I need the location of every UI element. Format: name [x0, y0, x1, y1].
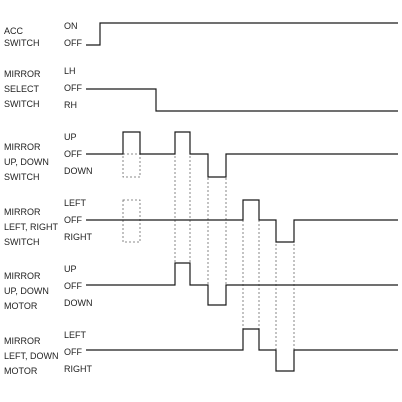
signal-name-line: MOTOR: [4, 301, 38, 311]
state-label-up: UP: [64, 132, 77, 142]
signal-name-line: MIRROR: [4, 207, 41, 217]
signal-name-line: MIRROR: [4, 69, 41, 79]
waveform-mirror-updown-motor: [86, 262, 398, 306]
signal-name-line: SWITCH: [4, 172, 40, 182]
waveform-mirror-updown-switch: [86, 131, 398, 178]
state-label-off: OFF: [64, 83, 82, 93]
signal-name-line: SWITCH: [4, 237, 40, 247]
waveform-mirror-select-switch: [86, 88, 398, 112]
state-label-right: RIGHT: [64, 232, 92, 242]
signal-name-line: UP, DOWN: [4, 286, 49, 296]
signal-name-mirror-leftright-switch: MIRROR LEFT, RIGHT SWITCH: [4, 208, 58, 247]
state-label-off: OFF: [64, 149, 82, 159]
signal-name-mirror-select-switch: MIRROR SELECT SWITCH: [4, 70, 41, 109]
signal-name-mirror-updown-switch: MIRROR UP, DOWN SWITCH: [4, 143, 49, 182]
state-label-down: DOWN: [64, 298, 93, 308]
signal-name-mirror-leftdown-motor: MIRROR LEFT, DOWN MOTOR: [4, 337, 59, 376]
state-label-down: DOWN: [64, 166, 93, 176]
waveform-mirror-leftdown-motor: [86, 328, 398, 372]
signal-name-acc-switch: ACC SWITCH: [4, 27, 40, 48]
signal-name-mirror-updown-motor: MIRROR UP, DOWN MOTOR: [4, 272, 49, 311]
signal-name-line: MIRROR: [4, 271, 41, 281]
signal-name-line: SELECT: [4, 84, 40, 94]
signal-name-line: LEFT, RIGHT: [4, 222, 59, 232]
signal-name-line: MOTOR: [4, 366, 38, 376]
state-label-off: OFF: [64, 38, 82, 48]
ghost-pulse-leftright: [122, 199, 141, 243]
timing-guides: [174, 132, 295, 370]
state-label-off: OFF: [64, 215, 82, 225]
signal-name-line: ACC: [4, 26, 24, 36]
state-label-up: UP: [64, 264, 77, 274]
signal-name-line: SWITCH: [4, 99, 40, 109]
signal-name-line: MIRROR: [4, 142, 41, 152]
signal-name-line: SWITCH: [4, 38, 40, 48]
signal-name-line: LEFT, DOWN: [4, 351, 59, 361]
state-label-left: LEFT: [64, 330, 87, 340]
waveform-acc-switch: [86, 22, 398, 46]
state-label-off: OFF: [64, 281, 82, 291]
state-label-off: OFF: [64, 347, 82, 357]
signal-name-line: MIRROR: [4, 336, 41, 346]
state-label-lh: LH: [64, 66, 76, 76]
waveform-mirror-leftright-switch: [86, 199, 398, 243]
state-label-left: LEFT: [64, 198, 87, 208]
state-label-rh: RH: [64, 100, 77, 110]
state-label-on: ON: [64, 21, 78, 31]
signal-name-line: UP, DOWN: [4, 157, 49, 167]
state-label-right: RIGHT: [64, 364, 92, 374]
ghost-pulse-updown: [122, 153, 141, 178]
